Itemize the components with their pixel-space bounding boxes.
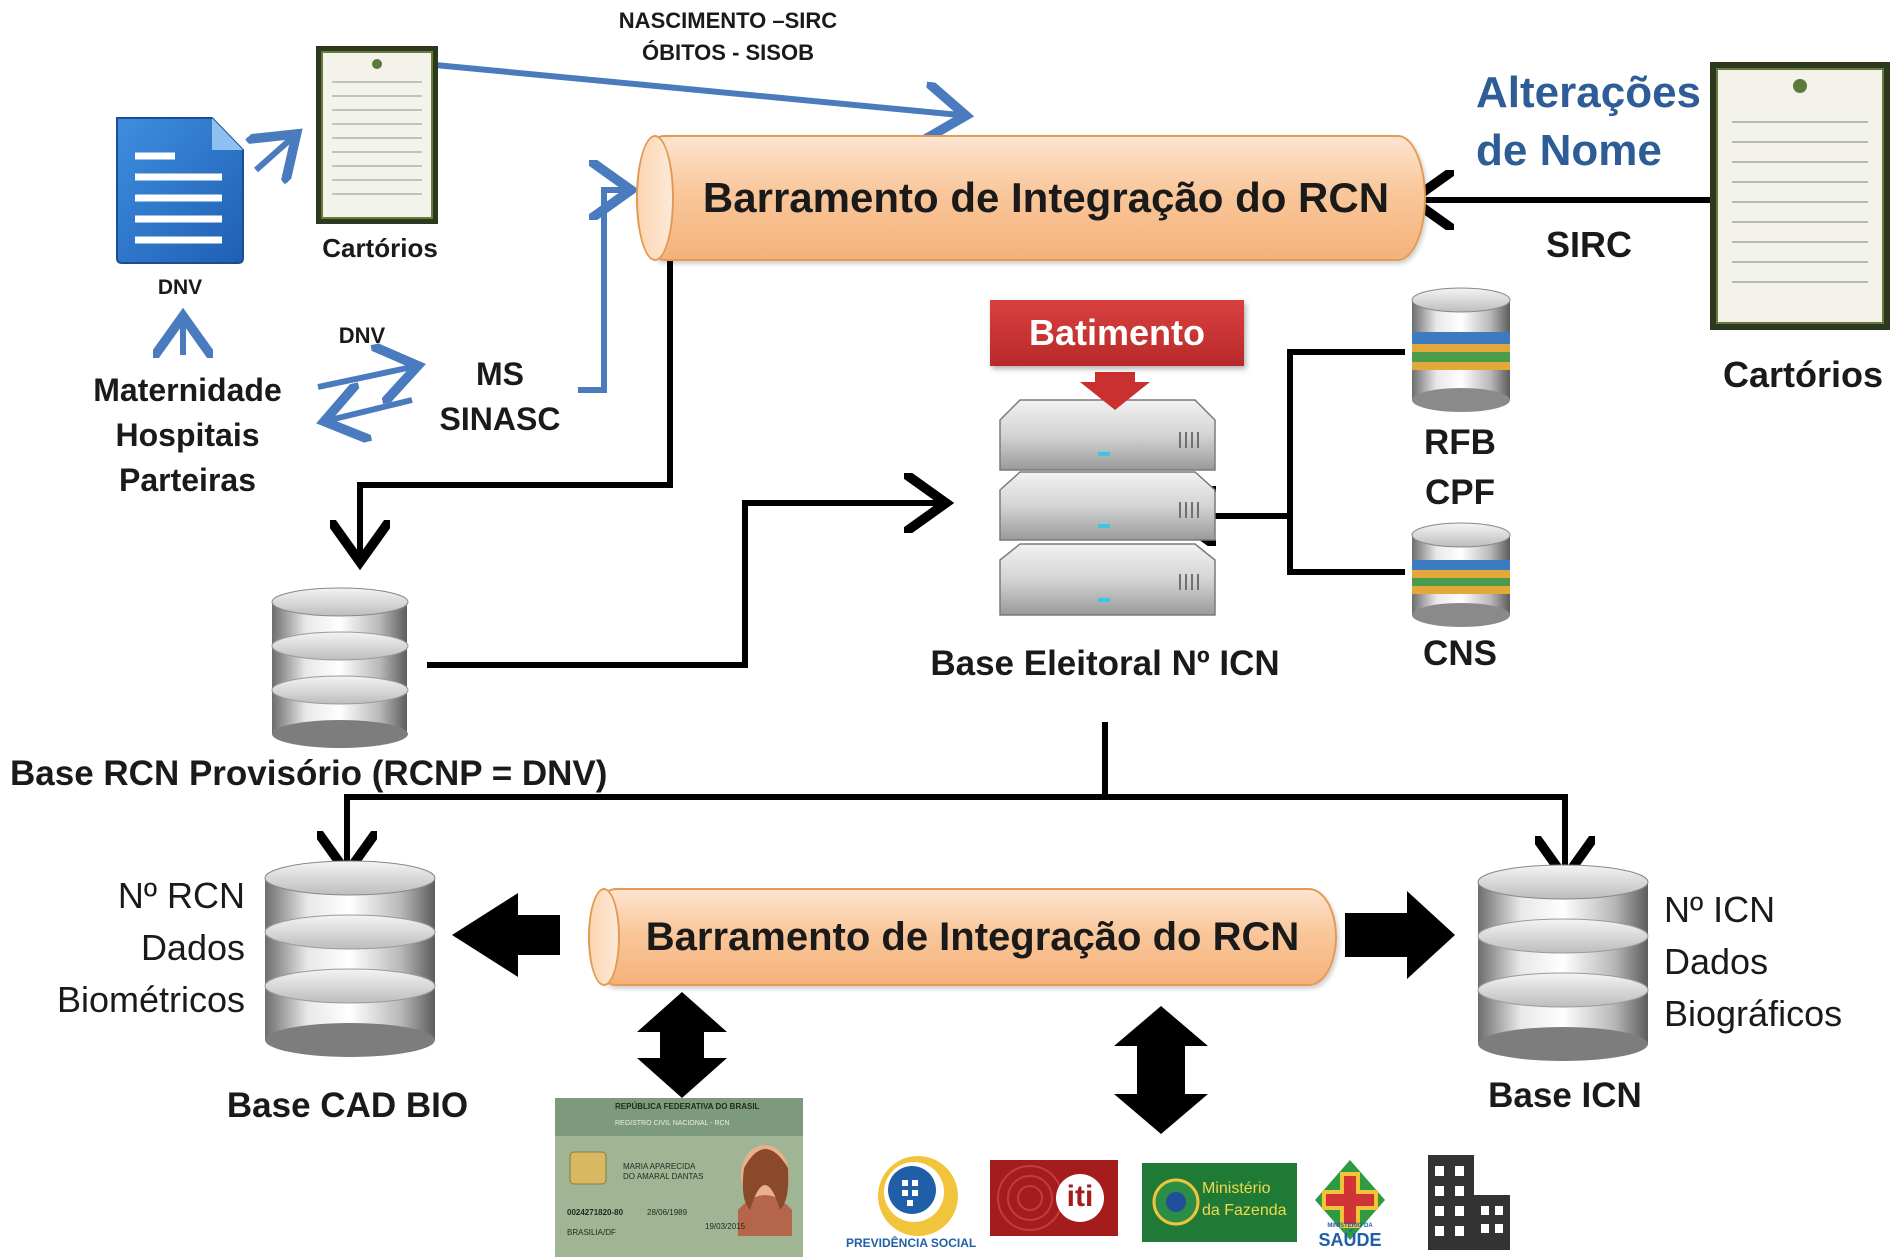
nascimento-obitos-arrow <box>434 62 960 115</box>
rfb-line: RFB <box>1424 423 1496 462</box>
iti-label: iti <box>1066 1180 1094 1213</box>
id-card-text: REPÚBLICA FEDERATIVA DO BRASIL REGISTRO … <box>555 1098 803 1257</box>
cadbio-info: Nº RCN Dados Biométricos <box>40 870 245 1026</box>
base-icn-label: Base ICN <box>1488 1076 1642 1115</box>
de-nome-line: de Nome <box>1476 126 1662 175</box>
rcn-id-card <box>555 1098 803 1257</box>
ms-line: MS <box>476 356 524 392</box>
cartorios-left-label: Cartórios <box>322 233 438 263</box>
database-icon-cns <box>1411 522 1511 627</box>
dnv-doc-label: DNV <box>157 276 203 299</box>
database-icon-rfb <box>1411 287 1511 412</box>
bus-cap-left <box>588 888 620 986</box>
card-date-1: 28/06/1989 <box>647 1208 688 1217</box>
certificate-icon-right <box>1710 62 1890 330</box>
block-arrows <box>452 891 1455 1134</box>
cns-label: CNS <box>1423 634 1497 673</box>
bottom-integration-bus: Barramento de Integração do RCN <box>588 888 1337 986</box>
previdencia-label: PREVIDÊNCIA SOCIAL <box>846 1236 977 1250</box>
ms-sinasc-label: MS SINASC <box>430 352 570 442</box>
saude-logo <box>1315 1160 1385 1240</box>
bus-to-rcnp-arrow <box>360 260 673 556</box>
maternidade-label: Maternidade Hospitais Parteiras <box>70 368 305 503</box>
ms-to-bus-arrow <box>578 190 625 393</box>
fazenda-logo <box>1142 1163 1297 1242</box>
bottom-bus-label: Barramento de Integração do RCN <box>645 914 1300 959</box>
iti-logo <box>990 1160 1118 1236</box>
alteracoes-label: Alterações de Nome <box>1476 64 1701 180</box>
card-date-2: 19/03/2015 <box>705 1222 746 1231</box>
previdencia-logo <box>878 1156 958 1236</box>
alteracoes-line: Alterações <box>1476 68 1702 117</box>
fazenda-line-2: da Fazenda <box>1202 1202 1287 1219</box>
base-rcnp-label: Base RCN Provisório (RCNP = DNV) <box>10 754 608 793</box>
ms-to-maternidade-arrow <box>330 400 413 420</box>
dnv-arrow-label: DNV <box>338 323 386 348</box>
icn-number-line: Nº ICN <box>1664 889 1776 930</box>
cpf-line: CPF <box>1425 473 1495 512</box>
server-unit <box>999 399 1216 471</box>
server-unit <box>999 471 1216 541</box>
bus-logos-double-arrow <box>1114 1006 1208 1134</box>
buildings-icon <box>1428 1155 1510 1250</box>
base-cadbio-label: Base CAD BIO <box>226 1086 469 1125</box>
rfb-cpf-label: RFB CPF <box>1410 418 1510 518</box>
biograficos-line: Biográficos <box>1664 993 1843 1034</box>
icn-info: Nº ICN Dados Biográficos <box>1664 884 1842 1040</box>
batimento-box: Batimento <box>990 300 1244 366</box>
nascimento-label: NASCIMENTO –SIRC <box>618 8 838 33</box>
nascimento-obitos-label: NASCIMENTO –SIRC ÓBITOS - SISOB <box>578 5 878 69</box>
blue-arrows <box>183 62 960 420</box>
parteiras-line: Parteiras <box>119 462 256 498</box>
database-icon-icn <box>1477 864 1649 1061</box>
fazenda-label: Ministério da Fazenda <box>1202 1178 1287 1222</box>
batimento-arrow-icon <box>1080 372 1150 410</box>
certificate-icon-left <box>316 46 438 224</box>
base-eleitoral-label: Base Eleitoral Nº ICN <box>930 644 1280 683</box>
card-city: BRASILIA/DF <box>567 1228 616 1237</box>
obitos-label: ÓBITOS - SISOB <box>642 40 814 65</box>
card-header-1: REPÚBLICA FEDERATIVA DO BRASIL <box>615 1102 760 1111</box>
bus-card-double-arrow <box>637 992 727 1098</box>
database-icon-cadbio <box>264 860 436 1057</box>
maternidade-line: Maternidade <box>93 372 282 408</box>
sirc-label: SIRC <box>1546 224 1633 265</box>
cartorios-right-label: Cartórios <box>1722 354 1884 395</box>
card-name-1: MARIA APARECIDA <box>623 1162 696 1171</box>
card-header-2: REGISTRO CIVIL NACIONAL - RCN <box>615 1120 730 1127</box>
saude-label-2: SAÚDE <box>1318 1230 1382 1250</box>
split-lines <box>344 794 1568 870</box>
dnv-to-cartorios-arrow <box>256 138 292 170</box>
maternidade-to-ms-arrow <box>317 367 412 387</box>
rcnp-to-eleitoral-arrow <box>427 503 940 668</box>
bus-to-cadbio-block-arrow <box>452 893 560 977</box>
dados-line: Dados <box>140 927 245 968</box>
document-icon <box>116 117 244 264</box>
top-integration-bus: Barramento de Integração do RCN <box>636 135 1426 261</box>
database-icon-rcnp <box>271 587 409 748</box>
sinasc-line: SINASC <box>439 401 561 437</box>
bus-to-icn-block-arrow <box>1345 891 1455 979</box>
bus-cap-left <box>636 135 674 261</box>
fazenda-line-1: Ministério <box>1202 1180 1271 1197</box>
card-name-2: DO AMARAL DANTAS <box>623 1172 704 1181</box>
rfb-cns-bracket <box>1287 349 1405 575</box>
hospitais-line: Hospitais <box>115 417 260 453</box>
server-stack-icon <box>999 372 1216 616</box>
biometricos-line: Biométricos <box>56 979 245 1020</box>
card-number: 0024271820-80 <box>567 1208 624 1217</box>
rcn-number-line: Nº RCN <box>117 875 245 916</box>
dados-line: Dados <box>1664 941 1769 982</box>
saude-label-1: MINISTÉRIO DA <box>1327 1223 1373 1229</box>
server-unit <box>999 543 1216 616</box>
top-bus-label: Barramento de Integração do RCN <box>702 174 1390 221</box>
